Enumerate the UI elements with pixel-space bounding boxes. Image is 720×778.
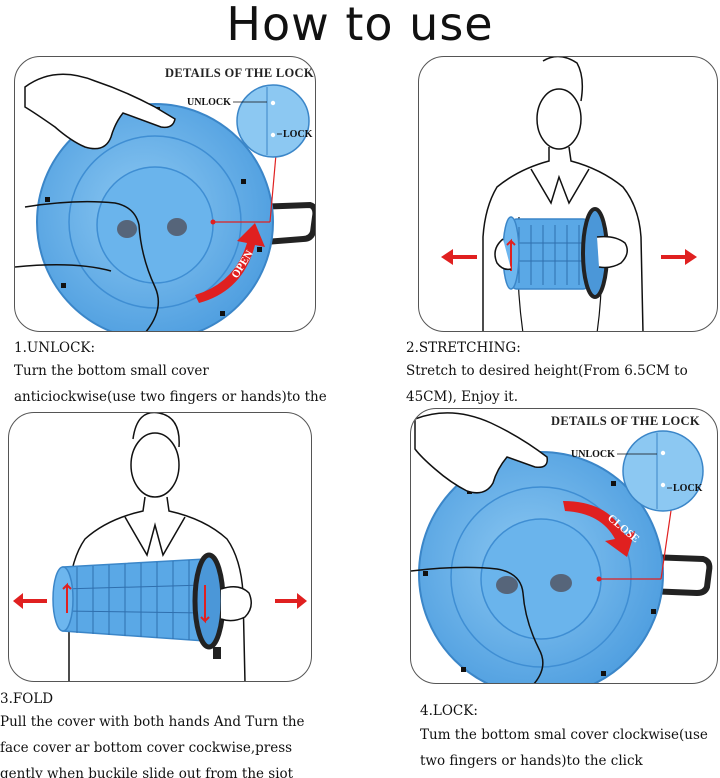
step3-text: Pull the cover with both hands And Turn … [0, 714, 305, 778]
unlock-label: UNLOCK [187, 97, 231, 108]
unlock-label: UNLOCK [571, 449, 615, 460]
stretching-illustration [441, 57, 697, 331]
arrow-left [441, 249, 477, 265]
lock-label: LOCK [673, 483, 703, 494]
hand-outline [414, 412, 548, 494]
hand-outline [24, 73, 176, 150]
panel-unlock: OPEN DETAILS OF THE LOCK UNLOCK LOCK [14, 56, 316, 332]
fold-illustration [13, 413, 307, 681]
lock-details-title: DETAILS OF THE LOCK [165, 66, 314, 80]
panel-stretching [418, 56, 718, 332]
step4-text: Tum the bottom smal cover clockwise(use … [420, 727, 708, 769]
lock-illustration: CLOSE DETAILS OF THE LOCK UNLOCK LOCK [411, 412, 713, 683]
step1-heading: 1.UNLOCK: [14, 340, 96, 356]
lock-details-title: DETAILS OF THE LOCK [551, 414, 700, 428]
open-arrow [195, 223, 265, 303]
stool-extended [510, 218, 590, 290]
stool-folding [62, 558, 206, 642]
unlock-illustration: OPEN DETAILS OF THE LOCK UNLOCK LOCK [15, 66, 315, 331]
step2-text: Stretch to desired height(From 6.5CM to … [406, 363, 688, 405]
stool-handle [252, 201, 315, 246]
step4-heading: 4.LOCK: [420, 703, 478, 719]
lock-detail-circle [622, 430, 704, 512]
arrow-right [661, 249, 697, 265]
panel-lock: CLOSE DETAILS OF THE LOCK UNLOCK LOCK [410, 408, 718, 684]
lock-label: LOCK [283, 129, 313, 140]
lock-detail-circle [236, 84, 310, 158]
close-arrow [563, 501, 635, 557]
stool-handle [646, 554, 713, 597]
panel-fold [8, 412, 312, 682]
step2-heading: 2.STRETCHING: [406, 340, 521, 356]
page-title: How to use [226, 0, 494, 51]
step3-heading: 3.FOLD [0, 691, 54, 707]
arrow-left [13, 593, 47, 609]
arrow-right [275, 593, 307, 609]
